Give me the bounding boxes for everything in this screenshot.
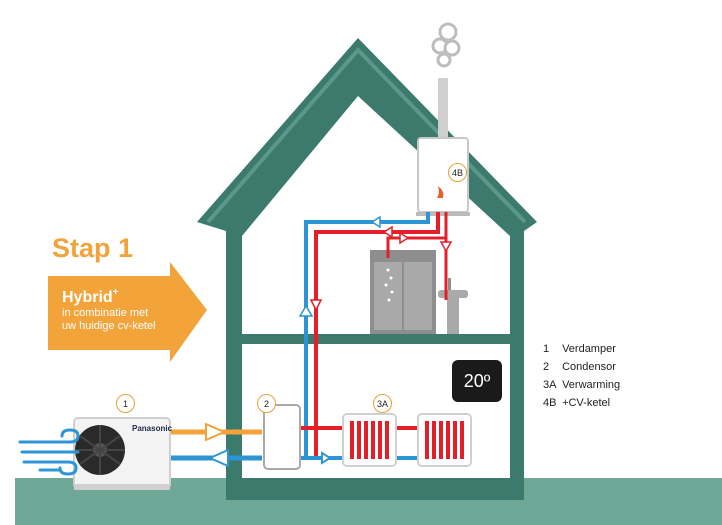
heat-pump	[73, 417, 171, 490]
legend-item: 1 Verdamper	[543, 343, 620, 361]
condensor	[263, 404, 301, 470]
radiator-1	[342, 413, 397, 467]
flame-icon	[437, 186, 444, 198]
shower-icon	[384, 268, 394, 302]
badge-condensor: 2	[257, 394, 276, 413]
hybrid-arrow	[48, 262, 207, 362]
legend-num: 1	[543, 343, 550, 355]
legend: 1 Verdamper 2 Condensor 3A Verwarming 4B…	[543, 343, 620, 415]
badge-boiler: 4B	[448, 163, 467, 182]
badge-heat-pump: 1	[116, 394, 135, 413]
hybrid-line-2: uw huidige cv-ketel	[62, 320, 156, 333]
legend-label: Condensor	[562, 361, 616, 373]
hybrid-arrow-text: Hybrid+ in combinatie met uw huidige cv-…	[62, 287, 156, 334]
hybrid-title: Hybrid	[62, 289, 113, 306]
legend-label: Verdamper	[562, 343, 616, 355]
chimney	[438, 78, 448, 140]
legend-label: Verwarming	[562, 379, 621, 391]
legend-num: 2	[543, 361, 550, 373]
legend-label: +CV-ketel	[562, 397, 611, 409]
wind-icon	[18, 428, 80, 476]
radiator-2	[417, 413, 472, 467]
floor	[242, 334, 510, 344]
legend-num: 3A	[543, 379, 557, 391]
step-title: Stap 1	[52, 233, 134, 263]
smoke-icon	[431, 22, 461, 68]
legend-item: 2 Condensor	[543, 361, 620, 379]
pipe-arrow-markers-lower	[205, 422, 332, 468]
legend-item: 3A Verwarming	[543, 379, 620, 397]
brand-label: Panasonic	[132, 424, 173, 433]
hybrid-line-1: in combinatie met	[62, 307, 149, 320]
badge-radiator: 3A	[373, 394, 392, 413]
hybrid-title-sup: +	[112, 287, 119, 298]
temperature-display: 20º	[452, 360, 502, 402]
legend-item: 4B +CV-ketel	[543, 397, 620, 415]
roof-highlight	[206, 47, 527, 224]
legend-num: 4B	[543, 397, 557, 409]
pipe-arrow-markers	[298, 215, 453, 317]
